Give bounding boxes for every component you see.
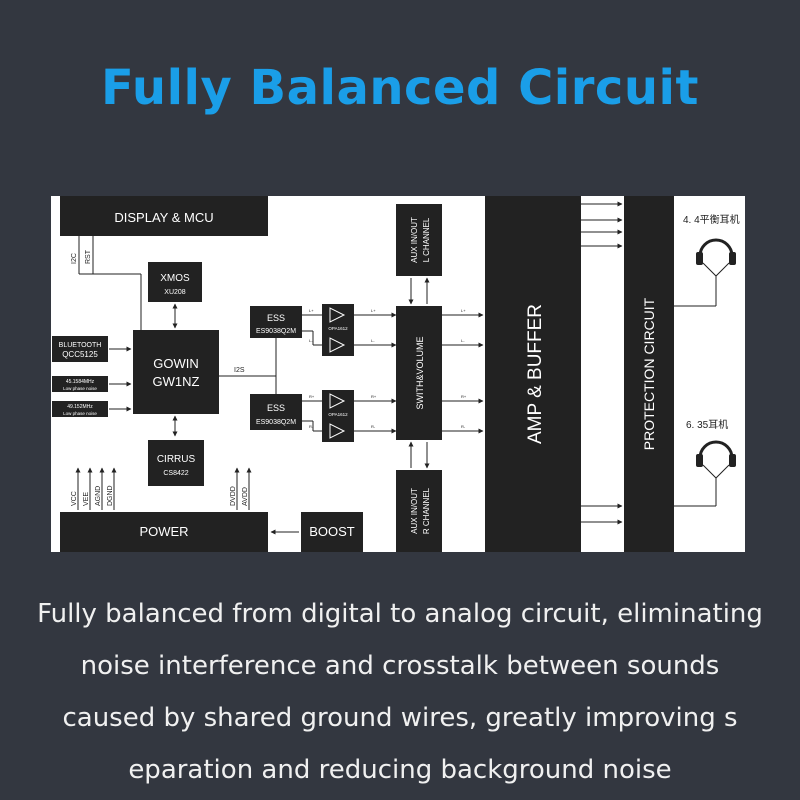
ess-dac-bottom-block: ESS ES9038Q2M	[250, 394, 302, 430]
dac-to-opa-lines	[302, 314, 322, 432]
sig-rminus-2: R-	[371, 424, 376, 429]
sig-lplus-3: L+	[461, 308, 466, 313]
headphone-635-icon	[696, 440, 736, 479]
aux-l-block: AUX IN/OUT L CHANNEL	[396, 204, 442, 276]
xmos-block: XMOS XU208	[148, 262, 202, 302]
ess-bottom-sub-label: ES9038Q2M	[256, 419, 296, 426]
cirrus-label: CIRRUS	[157, 454, 196, 465]
ess-top-label: ESS	[267, 313, 285, 323]
i2c-label: I2C	[71, 253, 78, 264]
rail-dvdd-label: DVDD	[230, 486, 237, 506]
jack-635-label: 6. 35耳机	[686, 418, 728, 431]
switch-volume-label: SWITH&VOLUME	[415, 336, 425, 409]
description-line-3: caused by shared ground wires, greatly i…	[62, 703, 738, 733]
ess-dac-top-block: ESS ES9038Q2M	[250, 306, 302, 338]
i2s-label: I2S	[234, 367, 245, 374]
protection-circuit-label: PROTECTION CIRCUIT	[641, 297, 657, 450]
display-mcu-label: DISPLAY & MCU	[114, 210, 213, 225]
rail-agnd-label: AGND	[95, 486, 102, 506]
oscillator-1-block: 45.1584MHz Low phase noise	[52, 376, 108, 392]
protection-to-jack-lines	[674, 276, 717, 507]
sig-rplus-3: R+	[461, 394, 467, 399]
oscillator-1-label: 45.1584MHz	[66, 379, 95, 385]
gowin-sub-label: GW1NZ	[153, 374, 200, 389]
power-rails	[75, 467, 252, 510]
i2c-rst-bus: I2C RST	[71, 236, 142, 330]
display-mcu-block: DISPLAY & MCU	[60, 196, 268, 236]
boost-label: BOOST	[309, 524, 355, 539]
oscillator-1-sub-label: Low phase noise	[63, 386, 97, 391]
gowin-label: GOWIN	[153, 356, 199, 371]
rail-dgnd-label: DGND	[107, 485, 114, 506]
switch-volume-block: SWITH&VOLUME	[396, 306, 442, 440]
amp-buffer-label: AMP & BUFFER	[525, 304, 546, 444]
rail-vcc-label: VCC	[71, 491, 78, 506]
aux-r-block: AUX IN/OUT R CHANNEL	[396, 470, 442, 552]
description: Fully balanced from digital to analog ci…	[0, 588, 800, 796]
sig-lplus-2: L+	[371, 308, 376, 313]
aux-l-label: AUX IN/OUT	[410, 217, 419, 263]
bluetooth-block: BLUETOOTH QCC5125	[52, 336, 108, 362]
sig-lminus-2: L-	[371, 338, 375, 343]
ess-top-sub-label: ES9038Q2M	[256, 328, 296, 335]
sig-rminus-3: R-	[461, 424, 466, 429]
power-label: POWER	[139, 524, 188, 539]
description-line-1: Fully balanced from digital to analog ci…	[37, 599, 763, 629]
sig-rminus-1: R-	[309, 424, 314, 429]
aux-l-sub-label: L CHANNEL	[422, 217, 431, 262]
sig-rplus-2: R+	[371, 394, 377, 399]
description-line-4: eparation and reducing background noise	[128, 755, 672, 785]
power-block: POWER	[60, 512, 268, 552]
xmos-sub-label: XU208	[164, 289, 186, 296]
xmos-label: XMOS	[160, 273, 190, 284]
opa-bottom-label: OPA1612	[328, 412, 348, 417]
oscillator-2-label: 49.152MHz	[67, 404, 93, 410]
page-title: Fully Balanced Circuit	[101, 60, 699, 116]
sig-lminus-1: L-	[309, 338, 313, 343]
oscillator-2-sub-label: Low phase noise	[63, 411, 97, 416]
boost-block: BOOST	[301, 512, 363, 552]
rail-vee-label: VEE	[83, 492, 90, 506]
jack-44-label: 4. 4平衡耳机	[683, 213, 740, 226]
aux-r-sub-label: R CHANNEL	[422, 487, 431, 534]
amp-to-protection-lines	[581, 201, 623, 525]
opa-top-block: OPA1612	[322, 304, 354, 356]
protection-circuit-block: PROTECTION CIRCUIT	[624, 196, 674, 552]
aux-r-label: AUX IN/OUT	[410, 488, 419, 534]
description-line-2: noise interference and crosstalk between…	[80, 651, 720, 681]
rst-label: RST	[85, 249, 92, 264]
opa-bottom-block: OPA1612	[322, 390, 354, 442]
bluetooth-label: BLUETOOTH	[59, 342, 102, 349]
gowin-block: GOWIN GW1NZ	[133, 330, 219, 414]
oscillator-2-block: 49.152MHz Low phase noise	[52, 401, 108, 417]
opa-to-switch-lines	[354, 312, 397, 434]
cirrus-block: CIRRUS CS8422	[148, 440, 204, 486]
cirrus-sub-label: CS8422	[163, 470, 188, 477]
block-diagram: DISPLAY & MCU I2C RST XMOS XU208 BLUETOO…	[51, 196, 745, 552]
opa-top-label: OPA1612	[328, 326, 348, 331]
amp-buffer-block: AMP & BUFFER	[485, 196, 581, 552]
sig-rplus-1: R+	[309, 394, 315, 399]
ess-bottom-label: ESS	[267, 403, 285, 413]
rail-avdd-label: AVDD	[242, 487, 249, 506]
headphone-44-icon	[696, 238, 736, 277]
sig-lplus-1: L+	[309, 308, 314, 313]
sig-lminus-3: L-	[461, 338, 465, 343]
bluetooth-sub-label: QCC5125	[62, 350, 98, 359]
switch-to-amp-lines	[442, 312, 484, 434]
